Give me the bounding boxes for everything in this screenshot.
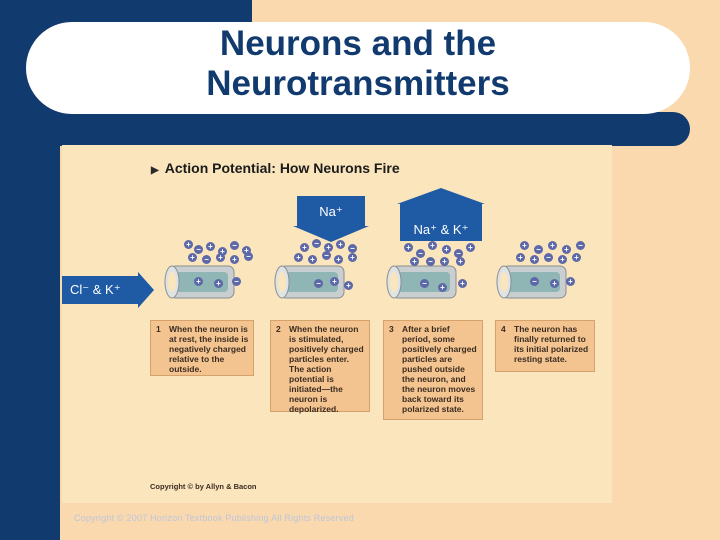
title-underline-bar <box>0 112 690 146</box>
ion-particle-icon: + <box>440 257 449 266</box>
ion-particle-icon: + <box>242 246 251 255</box>
ion-particle-icon: + <box>184 240 193 249</box>
ion-particle-icon: + <box>194 277 203 286</box>
ion-particle-icon: + <box>336 240 345 249</box>
title-line-1: Neurons and the <box>219 24 497 63</box>
ion-particle-icon: + <box>334 255 343 264</box>
na-influx-label: Na⁺ <box>297 196 365 226</box>
ion-particle-icon: + <box>558 255 567 264</box>
ion-particle-icon: − <box>544 253 553 262</box>
action-potential-figure: Action Potential: How Neurons Fire <box>62 145 612 503</box>
step-number: 1 <box>156 324 161 334</box>
ion-particle-icon: + <box>442 245 451 254</box>
step-number: 2 <box>276 324 281 334</box>
step-text: When the neuron is at rest, the inside i… <box>169 324 249 374</box>
ion-particle-icon: − <box>312 239 321 248</box>
ion-particle-icon: − <box>576 241 585 250</box>
ion-particle-icon: + <box>230 255 239 264</box>
ion-particle-icon: − <box>348 244 357 253</box>
ion-particle-icon: + <box>548 241 557 250</box>
ion-particle-icon: + <box>214 279 223 288</box>
ion-particle-icon: − <box>426 257 435 266</box>
ion-particle-icon: + <box>216 253 225 262</box>
step-2-caption: 2 When the neuron is stimulated, positiv… <box>270 320 370 414</box>
slide-title: Neurons and the Neurotransmitters <box>26 24 690 104</box>
figure-credit: Copyright © by Allyn & Bacon <box>150 482 257 491</box>
step-3-caption: 3 After a brief period, some positively … <box>383 320 483 420</box>
step-text: The neuron has finally returned to its i… <box>514 324 589 364</box>
ion-particle-icon: + <box>428 241 437 250</box>
cl-k-label: Cl⁻ & K⁺ <box>62 276 138 304</box>
figure-title: Action Potential: How Neurons Fire <box>151 160 400 176</box>
step-text: After a brief period, some positively ch… <box>402 324 477 414</box>
step-1-caption: 1 When the neuron is at rest, the inside… <box>150 320 254 376</box>
ion-particle-icon: + <box>566 277 575 286</box>
step-text: When the neuron is stimulated, positivel… <box>289 324 364 414</box>
neuron-stage-2 <box>272 260 352 304</box>
ion-particle-icon: + <box>466 243 475 252</box>
step-number: 4 <box>501 324 506 334</box>
ion-particle-icon: − <box>420 279 429 288</box>
ion-particle-icon: + <box>344 281 353 290</box>
ion-particle-icon: − <box>534 245 543 254</box>
title-box: Neurons and the Neurotransmitters <box>26 22 690 114</box>
ion-particle-icon: − <box>530 277 539 286</box>
ion-particle-icon: − <box>202 255 211 264</box>
ion-particle-icon: + <box>300 243 309 252</box>
ion-particle-icon: − <box>194 245 203 254</box>
right-arrow-icon <box>138 272 154 308</box>
ion-particle-icon: − <box>314 279 323 288</box>
ion-particle-icon: − <box>230 241 239 250</box>
na-k-efflux-label: Na⁺ & K⁺ <box>400 203 482 241</box>
ion-particle-icon: + <box>404 243 413 252</box>
ion-particle-icon: + <box>530 255 539 264</box>
slide-footer: Copyright © 2007 Horizon Textbook Publis… <box>74 513 354 523</box>
up-arrow-icon <box>397 188 485 204</box>
ion-particle-icon: − <box>322 251 331 260</box>
ion-particle-icon: + <box>324 243 333 252</box>
step-4-caption: 4 The neuron has finally returned to its… <box>495 320 595 372</box>
axon-segment-2 <box>274 265 345 299</box>
ion-particle-icon: + <box>330 277 339 286</box>
down-arrow-icon <box>293 226 369 242</box>
ion-particle-icon: + <box>206 242 215 251</box>
ion-particle-icon: + <box>188 253 197 262</box>
ion-particle-icon: + <box>520 241 529 250</box>
ion-particle-icon: − <box>232 277 241 286</box>
ion-particle-icon: + <box>294 253 303 262</box>
ion-particle-icon: − <box>454 249 463 258</box>
ion-particle-icon: + <box>348 253 357 262</box>
ion-particle-icon: + <box>438 283 447 292</box>
step-number: 3 <box>389 324 394 334</box>
ion-particle-icon: + <box>562 245 571 254</box>
ion-particle-icon: + <box>516 253 525 262</box>
ion-particle-icon: + <box>410 257 419 266</box>
ion-particle-icon: + <box>218 247 227 256</box>
ion-particle-icon: + <box>308 255 317 264</box>
ion-particle-icon: − <box>416 249 425 258</box>
ion-particle-icon: + <box>550 279 559 288</box>
ion-particle-icon: + <box>456 257 465 266</box>
title-line-2: Neurotransmitters <box>206 64 510 103</box>
ion-particle-icon: + <box>458 279 467 288</box>
ion-particle-icon: − <box>244 252 253 261</box>
ion-particle-icon: + <box>572 253 581 262</box>
